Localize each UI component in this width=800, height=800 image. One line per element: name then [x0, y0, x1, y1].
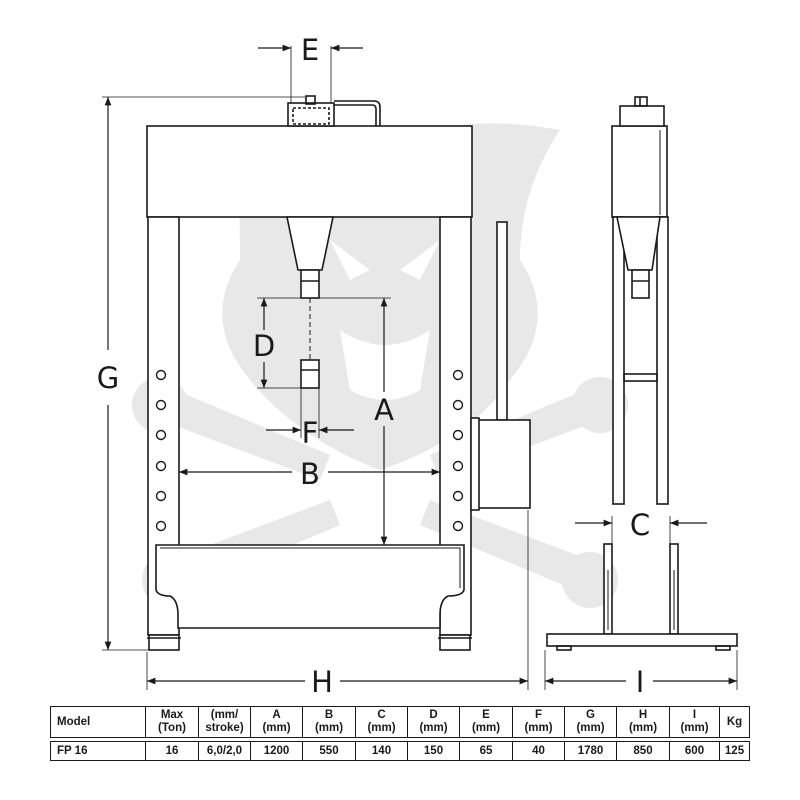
column-header-line: stroke) — [205, 722, 244, 734]
column-header-line: B — [324, 709, 334, 721]
column-header-line: (mm) — [314, 722, 344, 734]
column-header-line: (mm) — [680, 722, 709, 734]
column-header: Max(Ton) — [145, 706, 199, 738]
table-cell: 65 — [459, 741, 513, 761]
column-header-line: (mm) — [367, 722, 396, 734]
column-header-line: D — [429, 709, 438, 721]
column-header-line: (Ton) — [158, 722, 186, 734]
table-cell: 140 — [355, 741, 408, 761]
column-header: B(mm) — [302, 706, 356, 738]
dimension-label-b: B — [300, 457, 320, 491]
column-header: H(mm) — [616, 706, 670, 738]
column-header-line: (mm) — [419, 722, 448, 734]
column-header: E(mm) — [459, 706, 513, 738]
column-header-line: (mm) — [524, 722, 553, 734]
table-cell: 40 — [512, 741, 565, 761]
table-cell: 6,0/2,0 — [198, 741, 251, 761]
table-cell: 16 — [145, 741, 199, 761]
front-view — [146, 95, 531, 651]
column-header-line: C — [377, 709, 386, 721]
column-header: I(mm) — [669, 706, 720, 738]
column-header-line: (mm) — [471, 722, 501, 734]
side-view — [546, 96, 738, 651]
column-header-line: A — [272, 709, 281, 721]
column-header-line: (mm) — [576, 722, 605, 734]
dimension-label-g: G — [97, 361, 119, 395]
dimension-label-f: F — [302, 416, 319, 450]
column-header: G(mm) — [564, 706, 617, 738]
column-header: Kg — [719, 706, 750, 738]
table-cell: 850 — [616, 741, 670, 761]
table-cell: 150 — [407, 741, 460, 761]
column-header-line: E — [482, 709, 490, 721]
dimension-label-c: C — [630, 508, 650, 542]
dimension-label-h: H — [311, 665, 333, 699]
table-cell: 1200 — [250, 741, 303, 761]
column-header: (mm/stroke) — [198, 706, 251, 738]
press-dimension-drawing: E G D A F B H C I — [97, 33, 738, 699]
column-header-line: (mm) — [628, 722, 658, 734]
table-cell: 600 — [669, 741, 720, 761]
table-cell: FP 16 — [50, 741, 146, 761]
table-cell: 125 — [719, 741, 750, 761]
column-header-line: Max — [160, 709, 184, 721]
dimension-label-d: D — [253, 329, 275, 363]
dimension-label-i: I — [636, 665, 645, 699]
column-header-line: F — [534, 709, 543, 721]
column-header-line: Kg — [726, 715, 743, 728]
column-header: C(mm) — [355, 706, 408, 738]
column-header: D(mm) — [407, 706, 460, 738]
dimension-label-a: A — [374, 393, 394, 427]
dimension-label-e: E — [301, 33, 319, 67]
column-header-line: H — [638, 709, 648, 721]
column-header-line: (mm/ — [210, 709, 239, 721]
column-header: F(mm) — [512, 706, 565, 738]
column-header: A(mm) — [250, 706, 303, 738]
column-header-line: (mm) — [262, 722, 291, 734]
column-header: Model — [50, 706, 146, 738]
table-cell: 1780 — [564, 741, 617, 761]
table-cell: 550 — [302, 741, 356, 761]
dimension-lines — [102, 44, 738, 690]
column-header-line: Model — [57, 715, 91, 728]
column-header-line: I — [692, 709, 697, 721]
column-header-line: G — [586, 709, 595, 721]
